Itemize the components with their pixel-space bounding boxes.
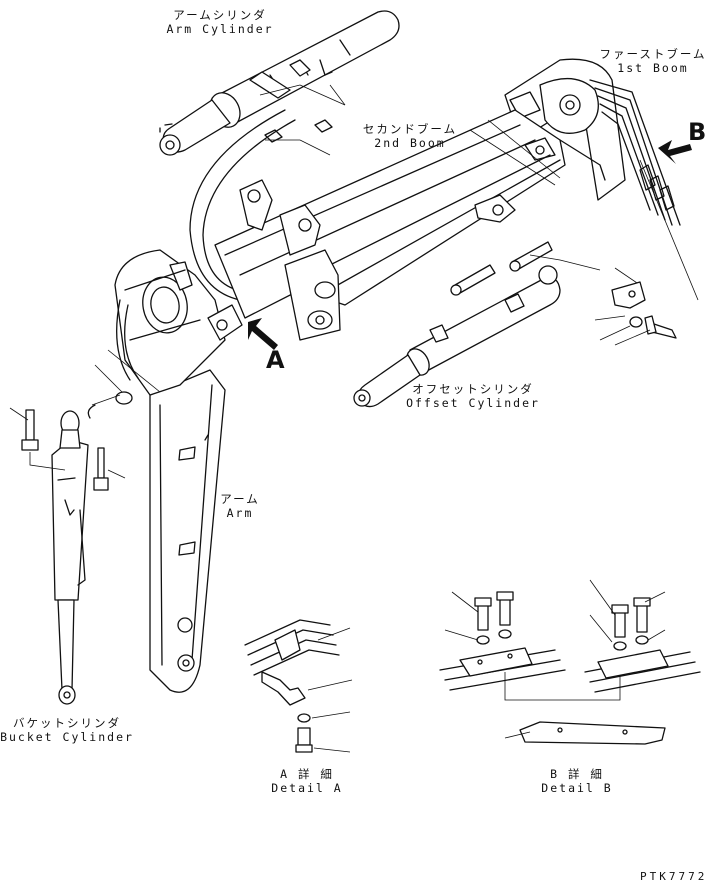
- view-arrow-a: [248, 318, 278, 350]
- detail-b-label: B 詳 細 Detail B: [532, 767, 622, 795]
- second-boom-label: セカンドブーム 2nd Boom: [355, 122, 465, 150]
- view-marker-a: A: [266, 346, 285, 374]
- view-arrow-b: [658, 140, 692, 164]
- offset-cylinder-label-jp: オフセットシリンダ: [412, 382, 534, 396]
- view-marker-b: B: [688, 118, 707, 146]
- arm-cylinder-label: アームシリンダ Arm Cylinder: [160, 8, 280, 36]
- detail-a-label-en: Detail A: [271, 781, 343, 795]
- bucket-cylinder-label-en: Bucket Cylinder: [0, 730, 134, 744]
- offset-cylinder-drawing: [353, 241, 641, 408]
- offset-cylinder-label-en: Offset Cylinder: [406, 396, 540, 410]
- arm-label: アーム Arm: [212, 492, 268, 520]
- second-boom-label-jp: セカンドブーム: [362, 122, 458, 136]
- second-boom-label-en: 2nd Boom: [374, 136, 446, 150]
- detail-a-label: A 詳 細 Detail A: [262, 767, 352, 795]
- detail-b-label-jp: B 詳 細: [550, 767, 604, 781]
- detail-b-label-en: Detail B: [541, 781, 613, 795]
- clamp-parts-right: [594, 281, 677, 346]
- bucket-cylinder-drawing: [9, 394, 126, 705]
- arm-drawing: [94, 249, 243, 693]
- arm-cylinder-drawing: [159, 10, 400, 156]
- offset-cylinder-label: オフセットシリンダ Offset Cylinder: [398, 382, 548, 410]
- drawing-code: PTK7772: [640, 870, 708, 883]
- first-boom-label: ファーストブーム 1st Boom: [598, 47, 708, 75]
- bucket-cylinder-label: バケットシリンダ Bucket Cylinder: [0, 716, 134, 744]
- first-boom-label-en: 1st Boom: [617, 61, 689, 75]
- detail-b-drawing: [439, 579, 701, 745]
- first-boom-label-jp: ファーストブーム: [599, 47, 707, 61]
- boom-drawing: [214, 58, 699, 341]
- arm-cylinder-label-jp: アームシリンダ: [173, 8, 267, 22]
- arm-label-en: Arm: [226, 506, 254, 520]
- detail-a-label-jp: A 詳 細: [280, 767, 334, 781]
- arm-cylinder-label-en: Arm Cylinder: [166, 22, 274, 36]
- arm-label-jp: アーム: [220, 492, 260, 506]
- bucket-cylinder-label-jp: バケットシリンダ: [13, 716, 121, 730]
- detail-a-drawing: [244, 619, 353, 753]
